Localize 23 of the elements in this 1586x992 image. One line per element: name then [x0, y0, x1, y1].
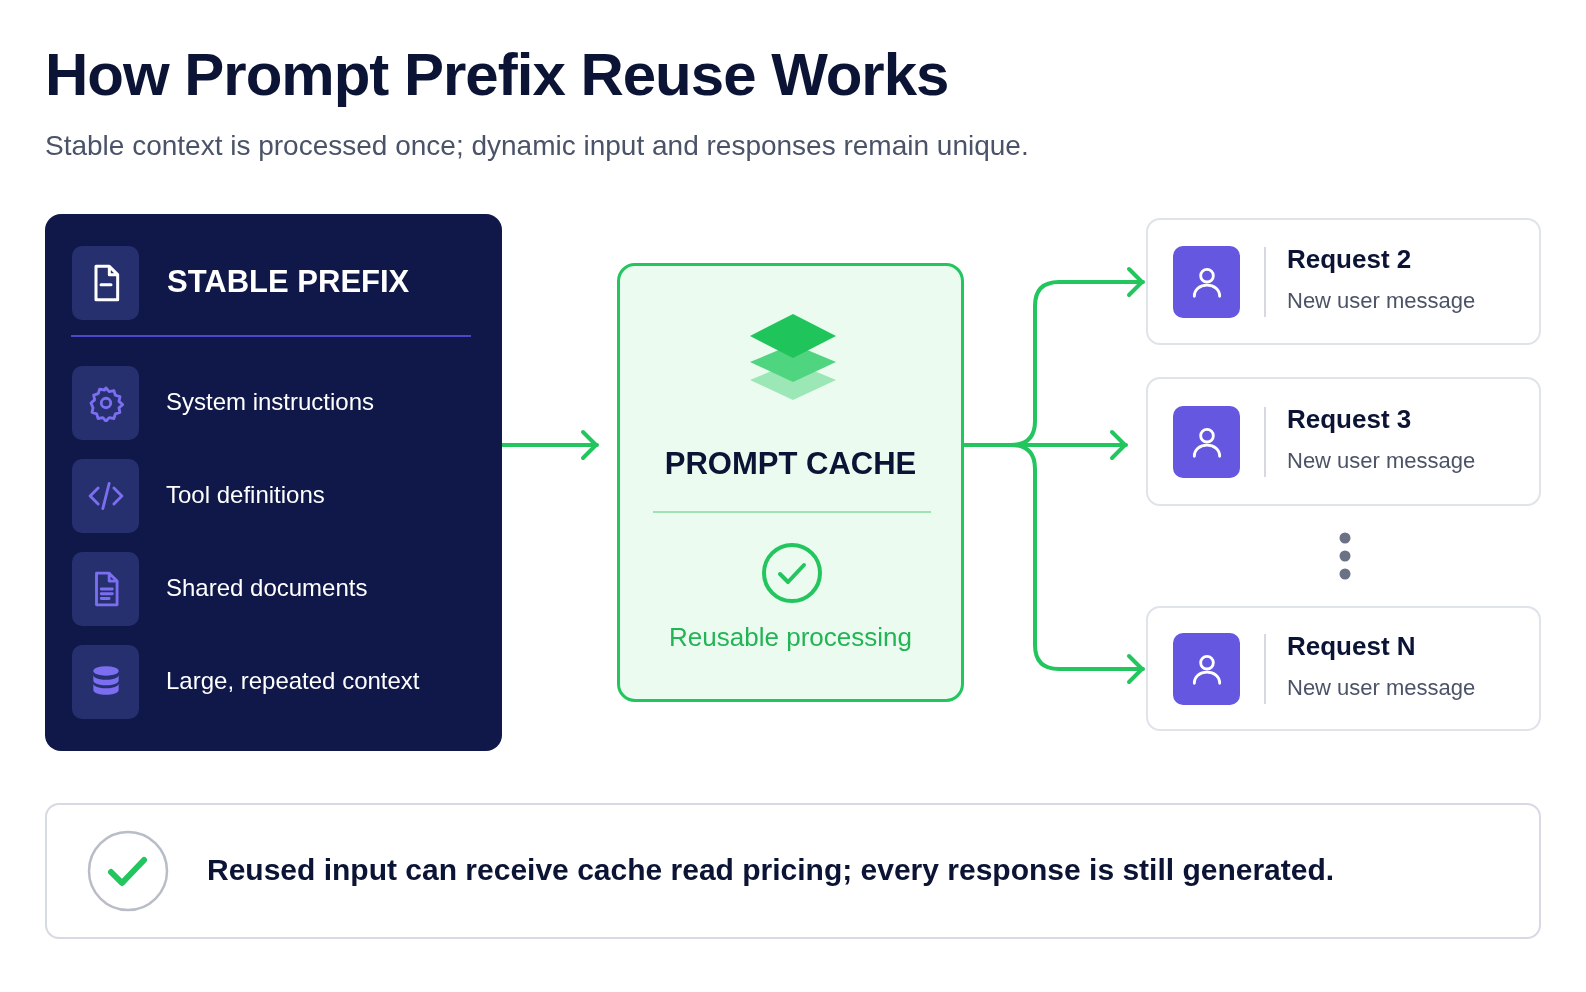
panel	[45, 214, 502, 751]
card-subtitle: New user message	[1287, 288, 1476, 314]
card-title: Request 2	[1287, 244, 1412, 275]
list-item-text: Tool definitions	[166, 481, 325, 509]
subtitle: Stable context is processed once; dynamic input and responses remain unique.	[45, 130, 1029, 162]
arrow	[500, 430, 599, 460]
panel-heading: STABLE PREFIX	[167, 264, 410, 300]
box-caption: Reusable processing	[668, 622, 913, 653]
card-subtitle: New user message	[1287, 448, 1476, 474]
card-subtitle: New user message	[1287, 675, 1476, 701]
list-item-text: Shared documents	[166, 574, 368, 602]
box-heading: PROMPT CACHE	[663, 446, 918, 482]
request-card	[1146, 606, 1541, 731]
note-box	[45, 803, 1541, 939]
card-title: Request 3	[1287, 404, 1412, 435]
request-card	[1146, 218, 1541, 345]
list-item-text: System instructions	[166, 388, 375, 416]
request-card	[1146, 377, 1541, 506]
cache-box	[617, 263, 964, 702]
note-text: Reused input can receive cache read pricing; every response is still generated.	[207, 853, 1335, 887]
list-item-text: Large, repeated context	[166, 667, 420, 695]
title: How Prompt Prefix Reuse Works	[45, 40, 949, 109]
card-title: Request N	[1287, 631, 1416, 662]
